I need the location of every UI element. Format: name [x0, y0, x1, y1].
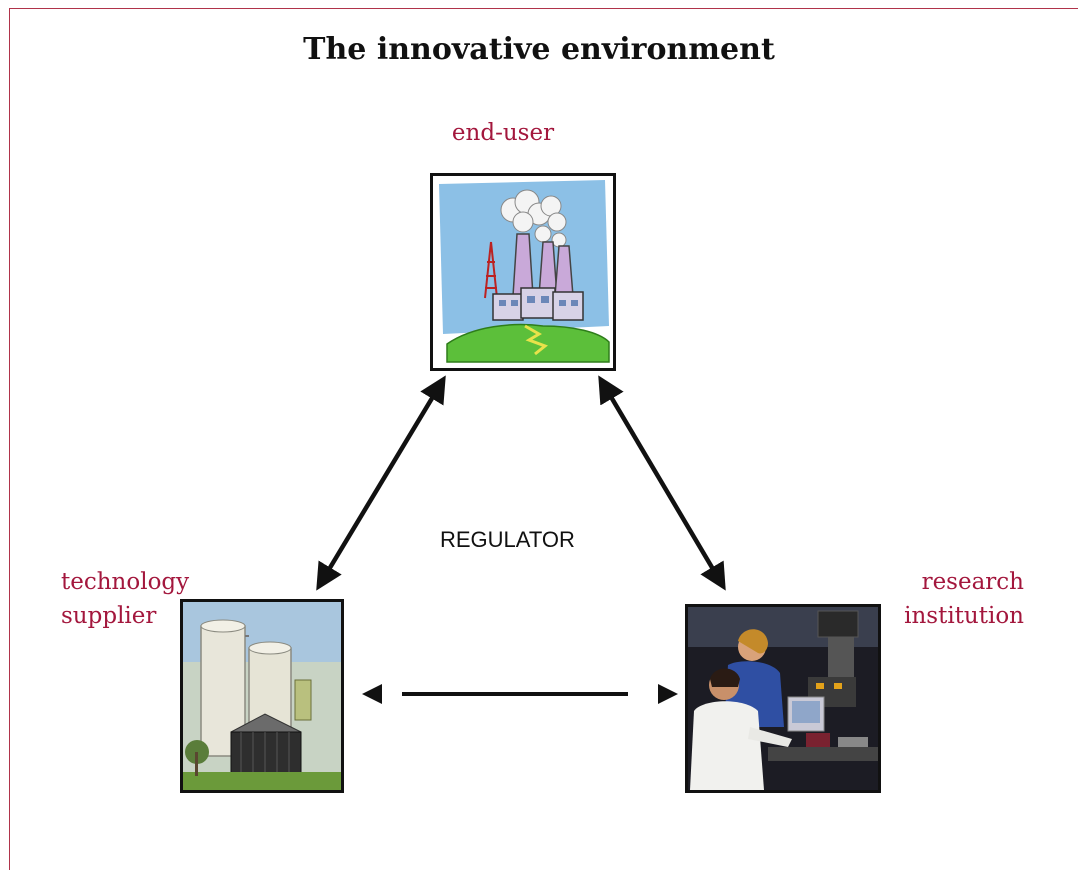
lab-illustration — [688, 607, 878, 790]
diagram-title: The innovative environment — [303, 32, 775, 67]
technology-supplier-label-line1: technology — [61, 569, 190, 595]
research-institution-lab-image — [685, 604, 881, 793]
arrowhead-left — [362, 684, 382, 704]
technology-supplier-plant-image — [180, 599, 344, 793]
end-user-label: end-user — [451, 120, 555, 146]
arrow-end-user-research-institution — [598, 375, 726, 591]
end-user-factory-image — [430, 173, 616, 371]
research-institution-label-line2: institution — [904, 603, 1024, 629]
arrowhead-right — [658, 684, 678, 704]
factory-illustration — [433, 176, 613, 368]
research-institution-label: research institution — [780, 565, 1024, 633]
arrow-end-user-technology-supplier — [316, 375, 446, 591]
technology-supplier-label-line2: supplier — [61, 603, 157, 629]
technology-supplier-label: technology supplier — [61, 565, 189, 633]
regulator-label: REGULATOR — [440, 527, 575, 552]
plant-illustration — [183, 602, 341, 790]
research-institution-label-line1: research — [921, 569, 1024, 595]
